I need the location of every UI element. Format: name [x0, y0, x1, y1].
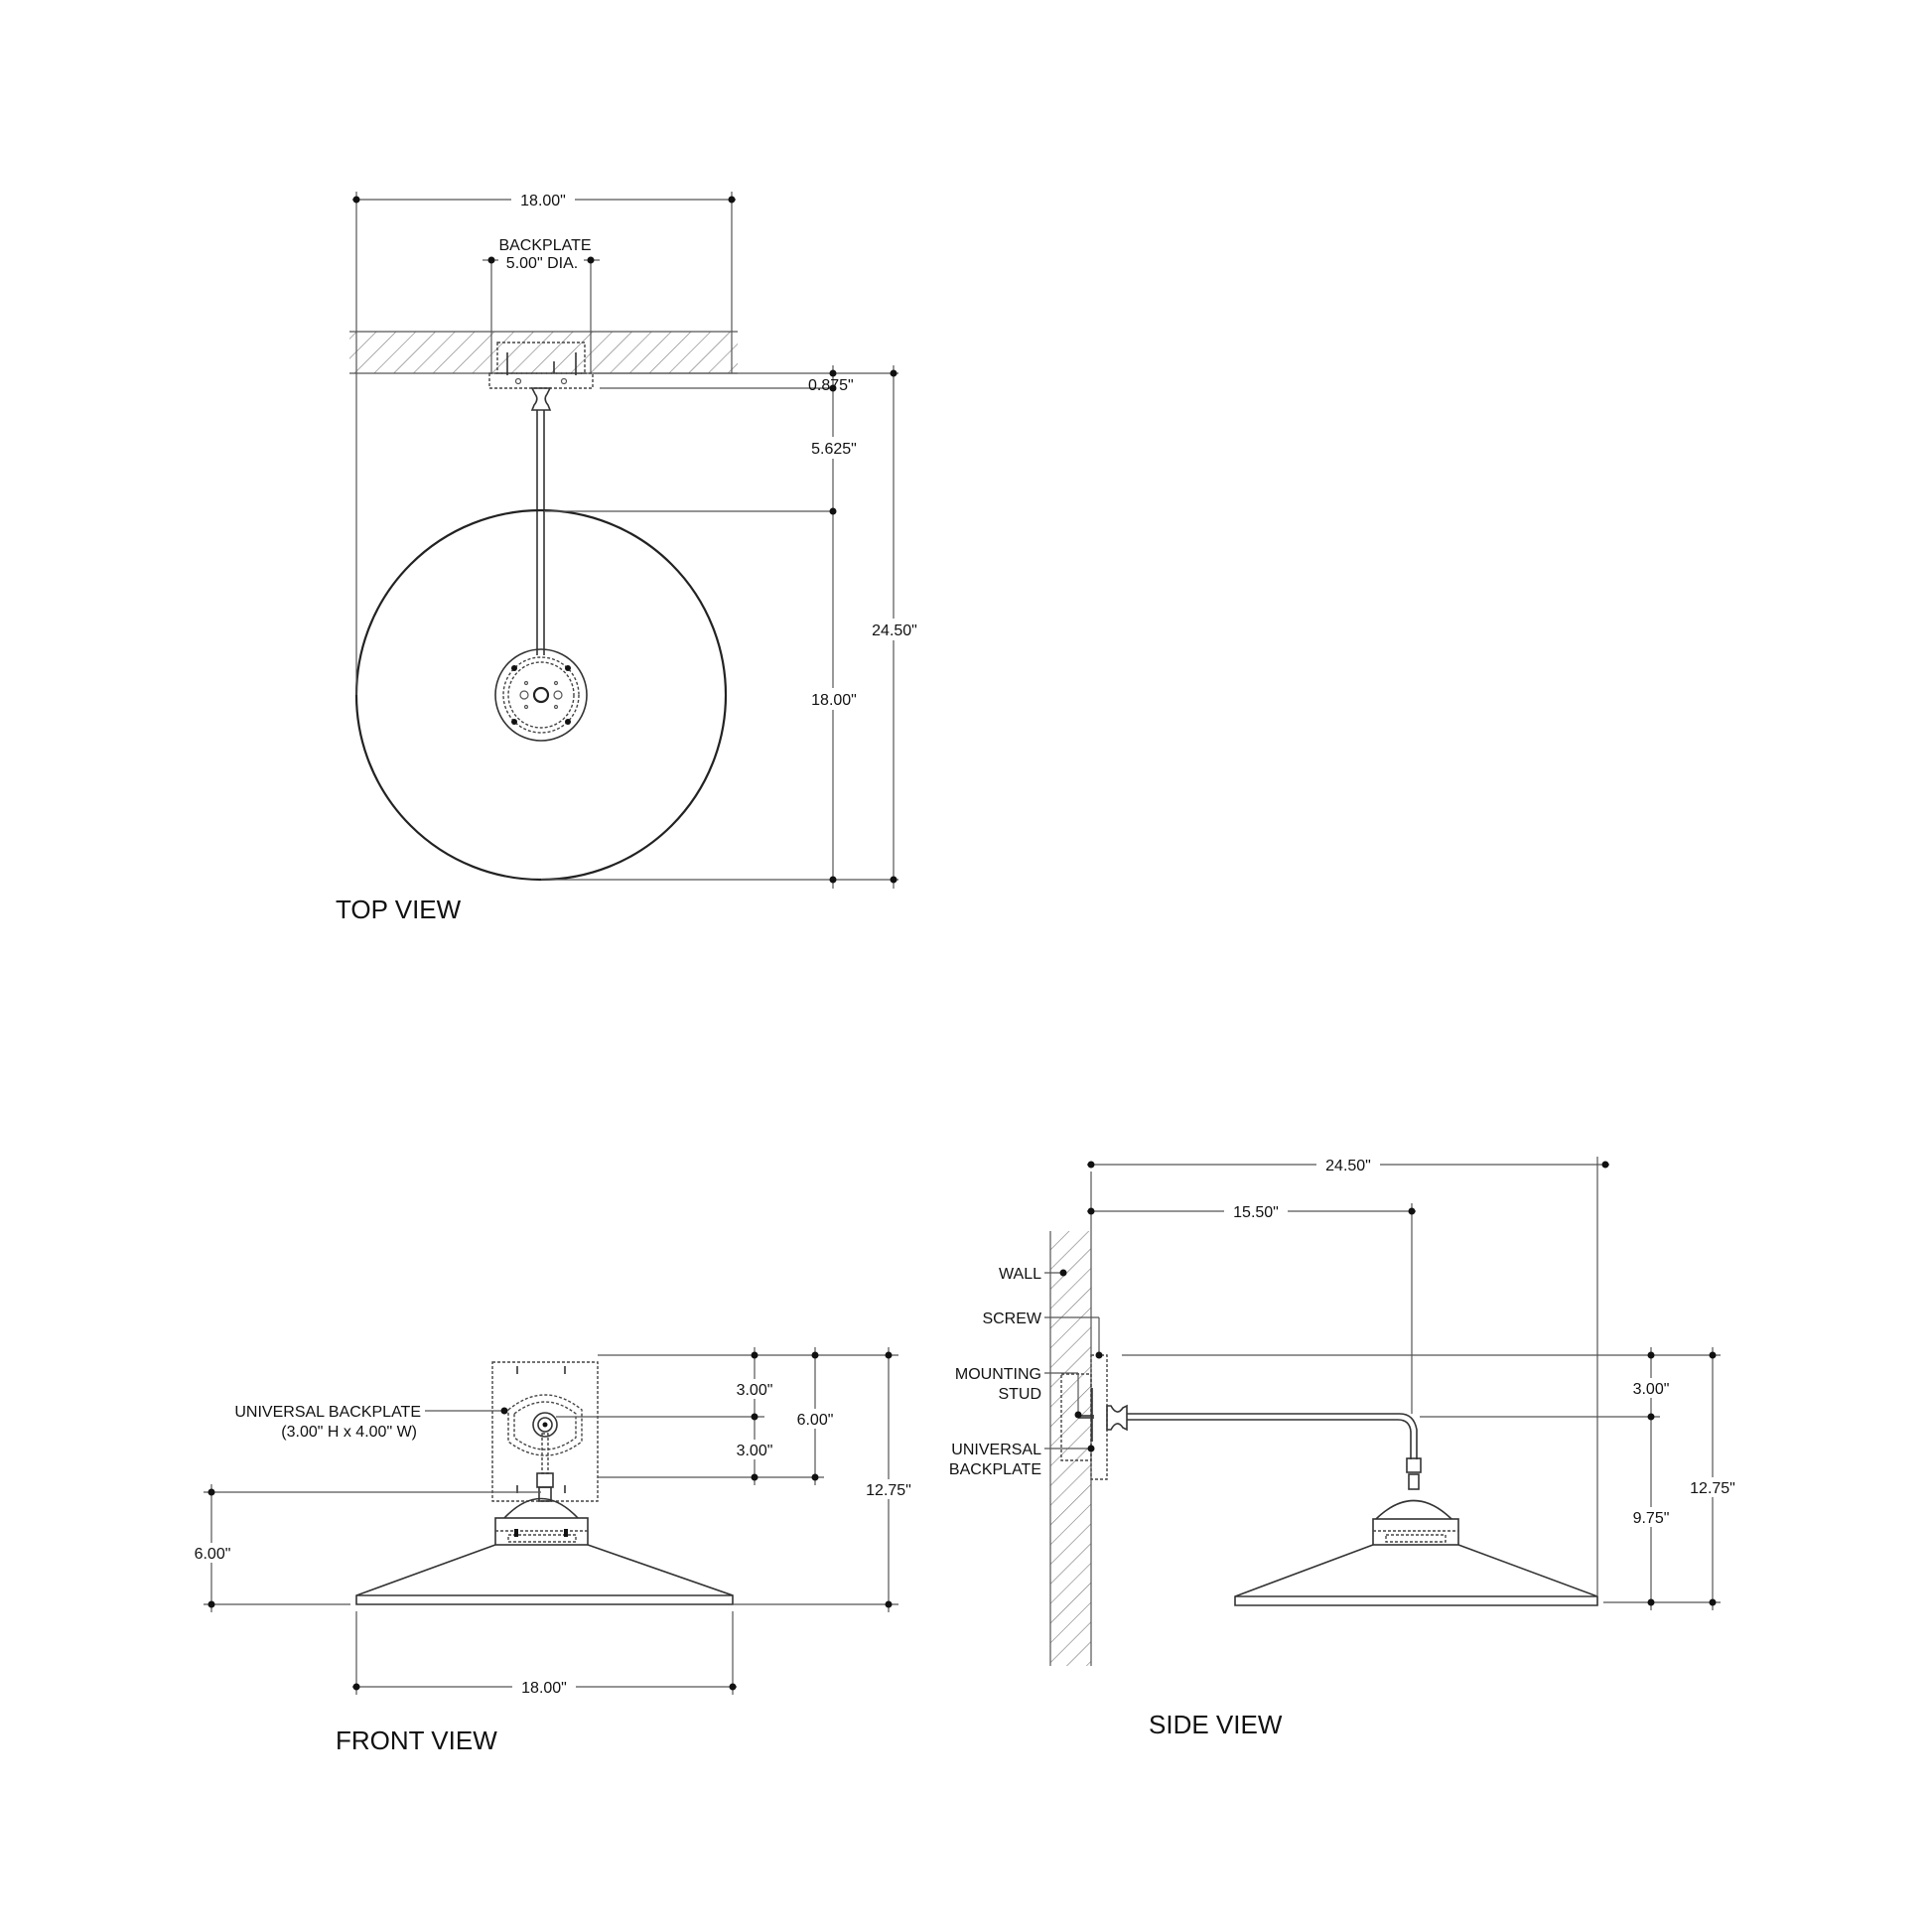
dome-side: [1375, 1499, 1452, 1520]
wall-hatch: [349, 332, 738, 373]
view-title: TOP VIEW: [336, 895, 462, 924]
shade-outline: [354, 508, 728, 882]
shade: [355, 1544, 734, 1605]
dim-label: 3.00": [737, 1382, 773, 1399]
dim-front-width: 18.00": [352, 1611, 737, 1699]
knuckle: [530, 387, 552, 411]
callout-universal-backplate: UNIVERSAL BACKPLATE (3.00" H x 4.00" W): [234, 1404, 508, 1441]
view-title: FRONT VIEW: [336, 1725, 497, 1755]
dim-label: 6.00": [195, 1546, 231, 1563]
callout-wall: WALL: [999, 1266, 1067, 1283]
universal-backplate: [491, 1361, 599, 1502]
top-view: 18.00" BACKPLATE 5.00" DIA.: [336, 189, 922, 924]
arm: [1127, 1413, 1418, 1459]
dim-top-vertical: 0.875" 5.625" 18.00" 24.50": [541, 365, 922, 889]
dim-label: 18.00": [521, 1680, 567, 1697]
callout-label: SCREW: [982, 1311, 1041, 1327]
dim-label: 18.00": [520, 193, 566, 209]
dim-label: 9.75": [1633, 1510, 1670, 1527]
dim-label: 5.00" DIA.: [506, 255, 578, 272]
fitter-band-side: [1372, 1518, 1459, 1546]
callout-mounting-stud: MOUNTING STUD: [955, 1366, 1082, 1419]
side-view: WALL SCREW MOUNTING STUD UNIVERSAL BACKP…: [949, 1154, 1737, 1739]
dome: [503, 1497, 579, 1519]
dim-label: 24.50": [1325, 1158, 1371, 1174]
callout-label: UNIVERSAL BACKPLATE: [234, 1404, 421, 1421]
dim-label: 15.50": [1233, 1204, 1279, 1221]
dim-label: 12.75": [1690, 1480, 1735, 1497]
knuckle-side: [1106, 1404, 1128, 1432]
dim-side-horizontal: 24.50" 15.50": [1087, 1154, 1609, 1596]
dim-label: 3.00": [737, 1443, 773, 1459]
front-view: UNIVERSAL BACKPLATE (3.00" H x 4.00" W) …: [192, 1347, 913, 1755]
callout-label: BACKPLATE: [949, 1461, 1041, 1478]
fitter-detail: [494, 648, 588, 742]
callout-label: UNIVERSAL: [951, 1442, 1041, 1458]
dim-label: 24.50": [872, 622, 917, 639]
dim-label: BACKPLATE: [498, 237, 591, 254]
dim-side-vertical: 3.00" 9.75" 12.75": [1122, 1347, 1737, 1610]
shade-side: [1234, 1544, 1598, 1606]
dim-front-shade-height: 6.00": [192, 1484, 541, 1612]
dim-label: 3.00": [1633, 1381, 1670, 1398]
callout-label: STUD: [998, 1386, 1041, 1403]
dim-label: 18.00": [811, 692, 857, 709]
view-title: SIDE VIEW: [1149, 1710, 1283, 1739]
dim-backplate-dia: BACKPLATE 5.00" DIA.: [483, 237, 600, 373]
callout-label: MOUNTING: [955, 1366, 1041, 1383]
callout-label: WALL: [999, 1266, 1041, 1283]
callout-universal-backplate-side: UNIVERSAL BACKPLATE: [949, 1442, 1095, 1478]
dim-label: 0.875": [808, 377, 854, 394]
callout-screw: SCREW: [982, 1311, 1103, 1359]
dim-label: 6.00": [797, 1412, 834, 1429]
dim-top-width: 18.00": [352, 189, 736, 695]
dim-front-vertical: 3.00" 3.00" 6.00" 12.75": [556, 1347, 913, 1612]
callout-label: (3.00" H x 4.00" W): [281, 1424, 417, 1441]
dim-label: 5.625": [811, 441, 857, 458]
dim-label: 12.75": [866, 1482, 911, 1499]
